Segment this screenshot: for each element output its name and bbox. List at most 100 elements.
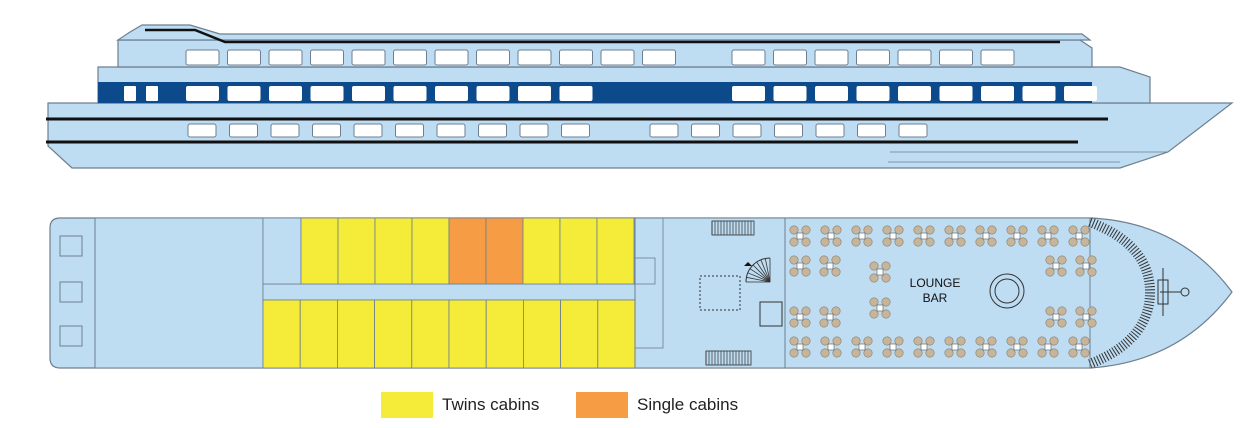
- top-deck-window: [731, 49, 766, 66]
- chair: [975, 237, 985, 247]
- chair: [1049, 237, 1059, 247]
- table: [1082, 313, 1090, 321]
- chair: [1080, 237, 1090, 247]
- top-deck-window: [897, 49, 932, 66]
- chair: [1037, 237, 1047, 247]
- chair: [1087, 267, 1097, 277]
- elevator: [759, 301, 783, 327]
- chair: [913, 336, 923, 346]
- chair: [925, 336, 935, 346]
- table: [1044, 232, 1052, 240]
- chair: [1087, 306, 1097, 316]
- chair: [801, 225, 811, 235]
- single-cabin: [485, 217, 524, 285]
- porthole: [270, 123, 300, 138]
- lounge-label-line2: BAR: [922, 291, 948, 305]
- table: [858, 343, 866, 351]
- table: [920, 232, 928, 240]
- sun-deck-canopy: [116, 24, 1092, 41]
- table: [796, 343, 804, 351]
- chair: [789, 318, 799, 328]
- chair: [1049, 348, 1059, 358]
- middle-deck-window: [559, 86, 593, 101]
- spiral-step: [752, 264, 771, 283]
- chair: [1087, 255, 1097, 265]
- twin-cabin: [596, 217, 635, 285]
- chair: [913, 348, 923, 358]
- chair: [925, 237, 935, 247]
- top-deck-window: [434, 49, 469, 66]
- chair: [1045, 306, 1055, 316]
- chair: [1075, 306, 1085, 316]
- chair: [1057, 318, 1067, 328]
- chair: [944, 237, 954, 247]
- chair: [869, 297, 879, 307]
- table: [796, 262, 804, 270]
- chair: [1068, 336, 1078, 346]
- top-deck-window: [980, 49, 1015, 66]
- top-deck-window: [351, 49, 386, 66]
- top-deck-window: [814, 49, 849, 66]
- chair: [789, 225, 799, 235]
- porthole: [857, 123, 886, 138]
- chair: [894, 225, 904, 235]
- legend-label-single: Single cabins: [637, 395, 739, 414]
- chair: [975, 348, 985, 358]
- legend-label-twins: Twins cabins: [442, 395, 540, 414]
- twin-cabin: [559, 217, 598, 285]
- table: [951, 232, 959, 240]
- chair: [789, 348, 799, 358]
- chair: [987, 336, 997, 346]
- middle-deck-window: [773, 86, 807, 101]
- porthole: [519, 123, 549, 138]
- chair: [975, 225, 985, 235]
- table: [982, 232, 990, 240]
- middle-deck-window: [898, 86, 931, 101]
- table: [920, 343, 928, 351]
- chair: [851, 336, 861, 346]
- chair: [881, 273, 891, 283]
- middle-deck-window: [435, 86, 468, 101]
- middle-deck-window: [1064, 86, 1097, 101]
- ship-side-profile: [46, 24, 1234, 169]
- middle-deck-window: [939, 86, 973, 101]
- cabins-upper-row: [300, 217, 635, 285]
- table: [858, 232, 866, 240]
- table: [889, 232, 897, 240]
- spiral-staircase: [744, 257, 771, 283]
- table: [1013, 343, 1021, 351]
- chair: [789, 255, 799, 265]
- chair: [894, 336, 904, 346]
- twin-cabin: [597, 299, 636, 369]
- table: [826, 262, 834, 270]
- anchor-winch-icon: [1157, 268, 1190, 316]
- cabins-lower-row: [262, 299, 636, 369]
- twin-cabin: [411, 217, 450, 285]
- twin-cabin: [336, 299, 375, 369]
- top-deck-window: [939, 49, 973, 66]
- top-deck-window: [185, 49, 220, 66]
- chair: [1080, 225, 1090, 235]
- chair: [882, 348, 892, 358]
- chair: [869, 309, 879, 319]
- chair: [1006, 348, 1016, 358]
- chair: [789, 306, 799, 316]
- lower-deck-portholes: [187, 123, 928, 138]
- chair: [831, 255, 841, 265]
- chair: [863, 237, 873, 247]
- top-deck-window: [559, 49, 593, 66]
- middle-deck-window: [1022, 86, 1056, 101]
- twin-cabin: [300, 217, 339, 285]
- middle-deck-window: [146, 86, 158, 101]
- middle-deck-window: [269, 86, 302, 101]
- spiral-step: [760, 259, 771, 283]
- middle-deck-window: [124, 86, 136, 101]
- chair: [956, 336, 966, 346]
- porthole: [898, 123, 928, 138]
- chair: [831, 267, 841, 277]
- spiral-arrow: [744, 262, 752, 266]
- chair: [881, 297, 891, 307]
- chair: [801, 237, 811, 247]
- chair: [801, 255, 811, 265]
- chair: [1006, 336, 1016, 346]
